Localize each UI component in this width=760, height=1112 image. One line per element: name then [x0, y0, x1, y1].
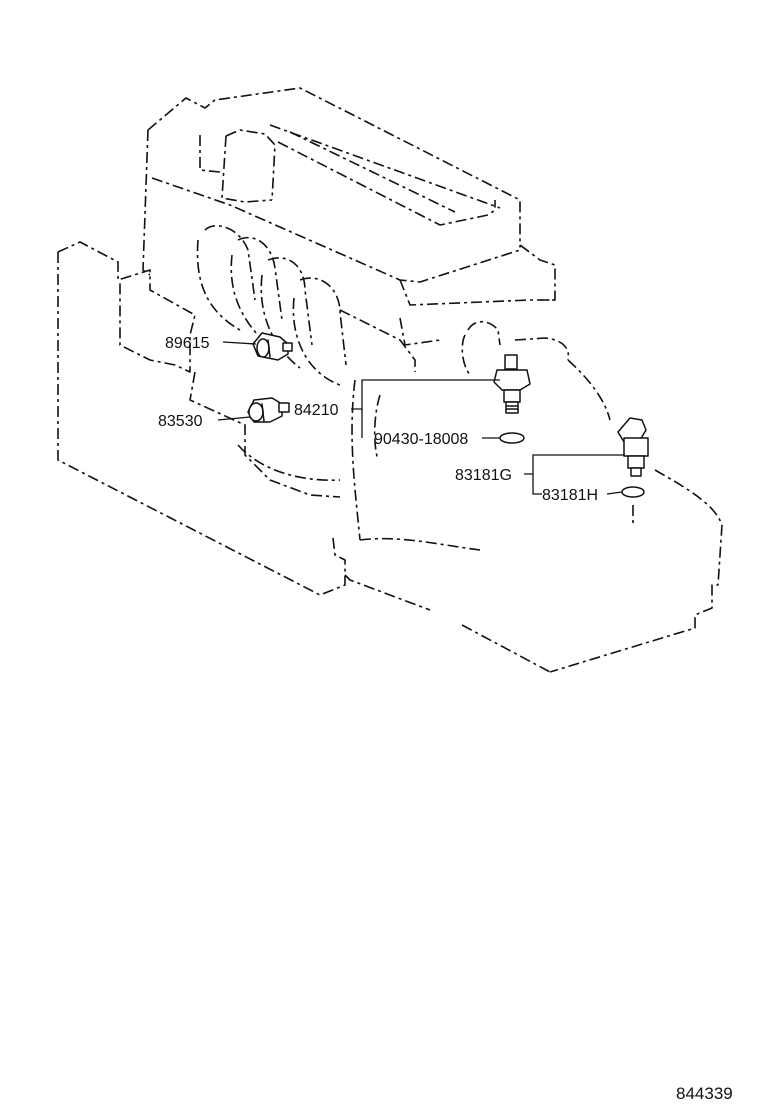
oil-pressure-switch-part[interactable] [247, 397, 290, 423]
label-90430-18008: 90430-18008 [374, 431, 468, 448]
label-83181h: 83181H [542, 487, 598, 504]
label-84210: 84210 [294, 402, 339, 419]
leader-lines [217, 341, 625, 495]
temperature-sensor-part[interactable] [493, 354, 531, 414]
label-83181g: 83181G [455, 467, 512, 484]
gasket-part[interactable] [499, 432, 525, 444]
label-83530: 83530 [158, 413, 203, 430]
speed-sensor-part[interactable] [617, 417, 649, 477]
knock-sensor-part[interactable] [252, 332, 293, 361]
o-ring-part[interactable] [621, 486, 645, 498]
figure-reference-number: 844339 [676, 1084, 733, 1103]
label-89615: 89615 [165, 335, 210, 352]
